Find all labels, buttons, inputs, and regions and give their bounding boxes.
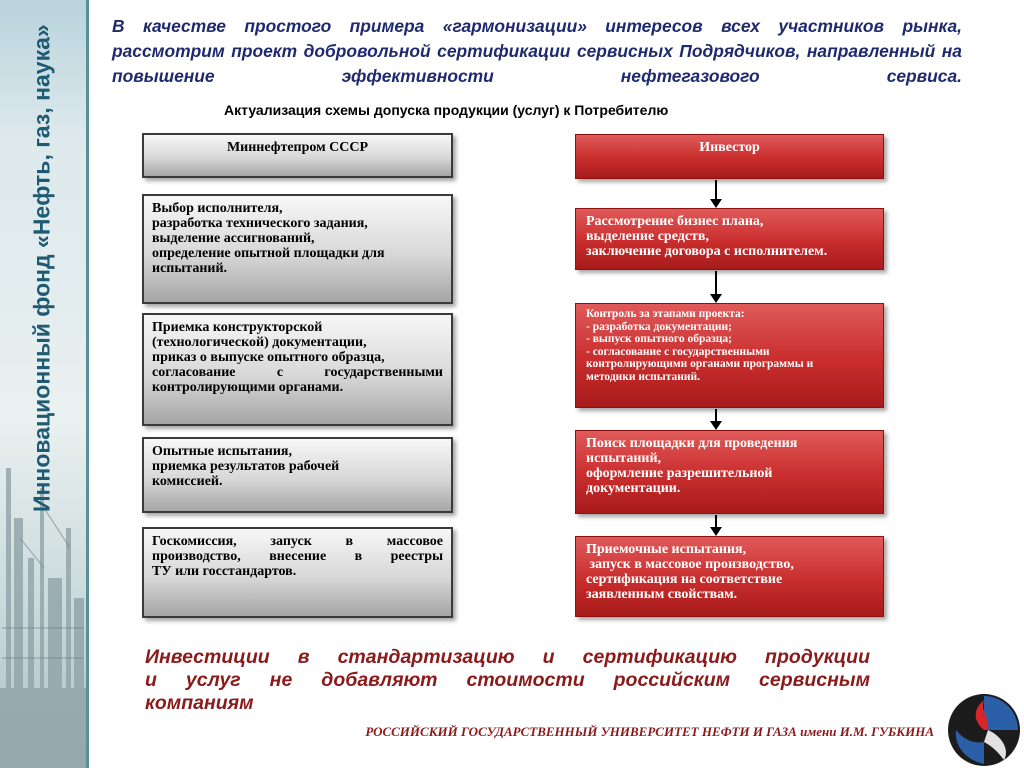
conclusion-text: Инвестиции в стандартизацию и сертификац… [145, 646, 870, 715]
box-line: Поиск площадки для проведения [586, 436, 873, 451]
box-line: испытаний, [586, 451, 873, 466]
box-line: сертификация на соответствие [586, 572, 873, 587]
box-line: Инвестор [586, 140, 873, 155]
sidebar-banner: Инновационный фонд «Нефть, газ, наука» [0, 0, 86, 768]
box-line: документации. [586, 481, 873, 496]
box-line: контролирующими органами программы и [586, 358, 873, 371]
flow-arrow [715, 409, 717, 428]
box-line: разработка технического задания, [152, 216, 443, 231]
intro-line: рассмотрим проект добровольной сертифика… [112, 41, 800, 61]
right-box-site-search: Поиск площадки для проведения испытаний,… [575, 430, 884, 514]
intro-line: В качестве простого примера «гармонизаци… [112, 16, 962, 36]
conclusion-line: компаниям [145, 692, 870, 715]
box-line: ТУ или госстандартов. [152, 564, 443, 579]
left-box-ministry: Миннефтепром СССР [142, 133, 453, 178]
flow-arrow [715, 180, 717, 206]
right-box-acceptance-tests: Приемочные испытания, запуск в массовое … [575, 536, 884, 617]
conclusion-line: и услуг не добавляют стоимости российски… [145, 669, 870, 692]
box-line: согласование с государственными [152, 365, 443, 380]
sidebar-title: Инновационный фонд «Нефть, газ, наука» [29, 32, 56, 512]
box-line: приказ о выпуске опытного образца, [152, 350, 443, 365]
box-line: методики испытаний. [586, 371, 873, 384]
box-line: Госкомиссия, запуск в массовое [152, 534, 443, 549]
university-logo [944, 690, 1024, 768]
box-line: (технологической) документации, [152, 335, 443, 350]
box-line: Миннефтепром СССР [152, 140, 443, 155]
flow-arrow [715, 271, 717, 301]
box-line: Опытные испытания, [152, 444, 443, 459]
box-line: комиссией. [152, 474, 443, 489]
university-footer: РОССИЙСКИЙ ГОСУДАРСТВЕННЫЙ УНИВЕРСИТЕТ Н… [306, 724, 934, 740]
right-box-business-plan: Рассмотрение бизнес плана, выделение сре… [575, 208, 884, 270]
left-box-contractor-selection: Выбор исполнителя, разработка техническо… [142, 194, 453, 304]
flow-arrow [715, 515, 717, 534]
box-line: Приемочные испытания, [586, 542, 873, 557]
scheme-subtitle: Актуализация схемы допуска продукции (ус… [224, 102, 668, 118]
left-box-state-commission: Госкомиссия, запуск в массовое производс… [142, 527, 453, 618]
box-line: запуск в массовое производство, [586, 557, 873, 572]
box-line: испытаний. [152, 261, 443, 276]
box-line: Приемка конструкторской [152, 320, 443, 335]
box-line: - согласование с государственными [586, 346, 873, 359]
box-line: определение опытной площадки для [152, 246, 443, 261]
box-line: производство, внесение в реестры [152, 549, 443, 564]
sidebar-divider [86, 0, 89, 768]
left-box-documentation-acceptance: Приемка конструкторской (технологической… [142, 313, 453, 426]
right-box-project-control: Контроль за этапами проекта: - разработк… [575, 303, 884, 408]
right-box-investor: Инвестор [575, 134, 884, 179]
box-line: контролирующими органами. [152, 380, 443, 395]
box-line: Контроль за этапами проекта: [586, 308, 873, 321]
intro-paragraph: В качестве простого примера «гармонизаци… [112, 14, 962, 89]
box-line: выделение ассигнований, [152, 231, 443, 246]
box-line: - выпуск опытного образца; [586, 333, 873, 346]
conclusion-line: Инвестиции в стандартизацию и сертификац… [145, 646, 870, 669]
box-line: заявленным свойствам. [586, 587, 873, 602]
box-line: оформление разрешительной [586, 466, 873, 481]
box-line: выделение средств, [586, 229, 873, 244]
box-line: Выбор исполнителя, [152, 201, 443, 216]
box-line: - разработка документации; [586, 321, 873, 334]
box-line: приемка результатов рабочей [152, 459, 443, 474]
box-line: заключение договора с исполнителем. [586, 244, 873, 259]
box-line: Рассмотрение бизнес плана, [586, 214, 873, 229]
left-box-trial-tests: Опытные испытания, приемка результатов р… [142, 437, 453, 513]
